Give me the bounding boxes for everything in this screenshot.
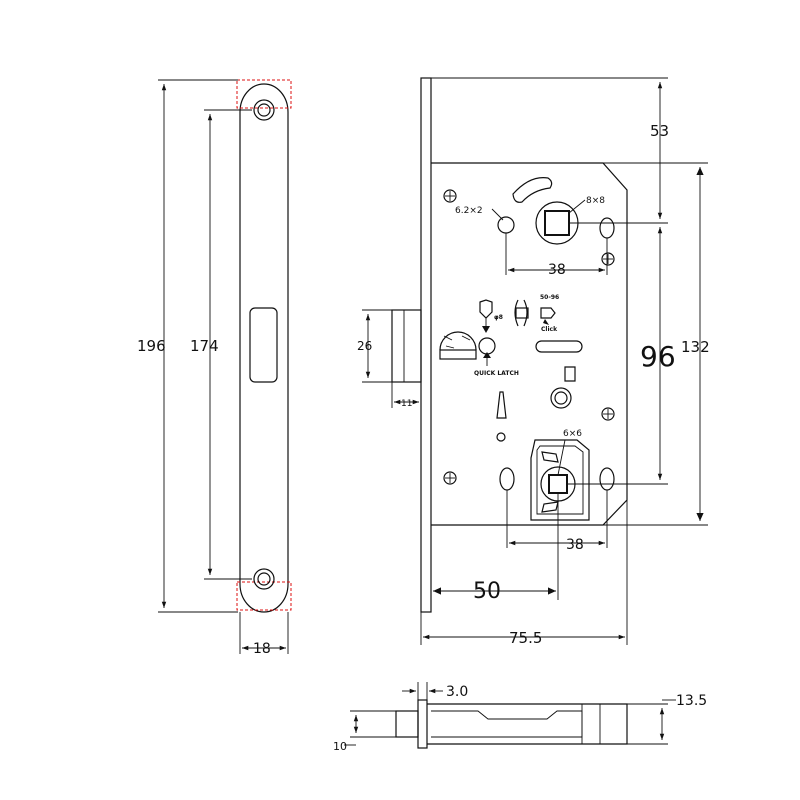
faceplate-bottom-corner-marker	[236, 581, 292, 611]
dim-latch-projection: 11	[401, 399, 412, 409]
dim-faceplate-width: 18	[253, 641, 271, 657]
dim-body-height: 132	[681, 338, 710, 356]
bottom-screw-hole-outer	[253, 568, 275, 590]
bottom-left-hole	[499, 467, 515, 491]
dim-screw-spacing: 174	[190, 337, 219, 355]
faceplate-outline	[239, 83, 289, 613]
reversible-latch-icon	[514, 299, 529, 327]
label-quick-latch: QUICK LATCH	[474, 370, 519, 377]
center-pin-outer	[550, 387, 572, 409]
label-click: Click	[541, 326, 558, 333]
click-latch-icon	[540, 307, 556, 325]
small-rect-notch	[564, 366, 576, 382]
lock-case-outline	[431, 162, 628, 526]
dim-plate-thickness: 3.0	[446, 684, 468, 700]
curved-slot	[512, 176, 553, 203]
front-plate	[420, 77, 432, 613]
latch-opening	[249, 307, 278, 383]
faceplate-top-corner-marker	[236, 79, 292, 109]
vertical-slot	[496, 391, 507, 419]
bottom-right-hole	[599, 467, 615, 491]
key-hub-cam-top	[541, 451, 559, 463]
quick-latch-hole	[478, 337, 496, 355]
dim-body-depth: 75.5	[509, 629, 542, 647]
screw-bottom-left	[443, 471, 457, 485]
section-view: 3.0 13.5 10	[333, 682, 707, 753]
section-front-plate	[417, 699, 428, 749]
label-handle-spindle: 8×8	[586, 196, 605, 206]
bottom-screw-hole-inner	[257, 572, 271, 586]
top-screw-hole-inner	[257, 103, 271, 117]
latch-follower	[439, 331, 477, 360]
dim-handle-to-key: 96	[640, 340, 676, 373]
label-spindle-hole-diameter: 6.2×2	[455, 206, 483, 216]
key-hub-cam-bottom	[541, 501, 559, 513]
faceplate-view: 196 174 18	[137, 79, 292, 657]
screw-top-right	[601, 252, 615, 266]
spindle-pin-hole	[497, 216, 515, 234]
latch-symbol-icon	[479, 299, 493, 333]
top-right-hole	[599, 217, 615, 239]
dim-top-hole-spacing: 38	[548, 262, 566, 278]
screw-top-left	[443, 189, 457, 203]
section-case	[427, 703, 628, 745]
center-pin-inner	[554, 391, 568, 405]
handle-spindle-square	[544, 210, 570, 236]
label-key-spindle: 6×6	[563, 429, 582, 439]
lock-body-view: 6.2×2 8×8 38 φ8 50-96 Click	[357, 77, 710, 647]
latch-bolt	[391, 309, 422, 383]
dim-latch-height: 26	[357, 339, 372, 353]
screw-mid-right	[601, 407, 615, 421]
small-pin	[496, 432, 506, 442]
dim-faceplate-length: 196	[137, 337, 166, 355]
dim-bottom-hole-spacing: 38	[566, 537, 584, 553]
dim-backset-to-spindle: 53	[650, 122, 669, 140]
dim-backset: 50	[473, 579, 501, 604]
dim-latch-width: 10	[333, 740, 347, 753]
section-latch	[395, 710, 419, 738]
key-hub-housing	[530, 439, 590, 521]
label-latch-size: φ8	[494, 314, 503, 321]
dim-case-thickness: 13.5	[676, 693, 707, 709]
horizontal-slot	[535, 340, 583, 353]
section-channel	[431, 710, 583, 738]
key-spindle-square	[548, 474, 568, 494]
label-latch-range: 50-96	[540, 294, 559, 301]
top-screw-hole-outer	[253, 99, 275, 121]
